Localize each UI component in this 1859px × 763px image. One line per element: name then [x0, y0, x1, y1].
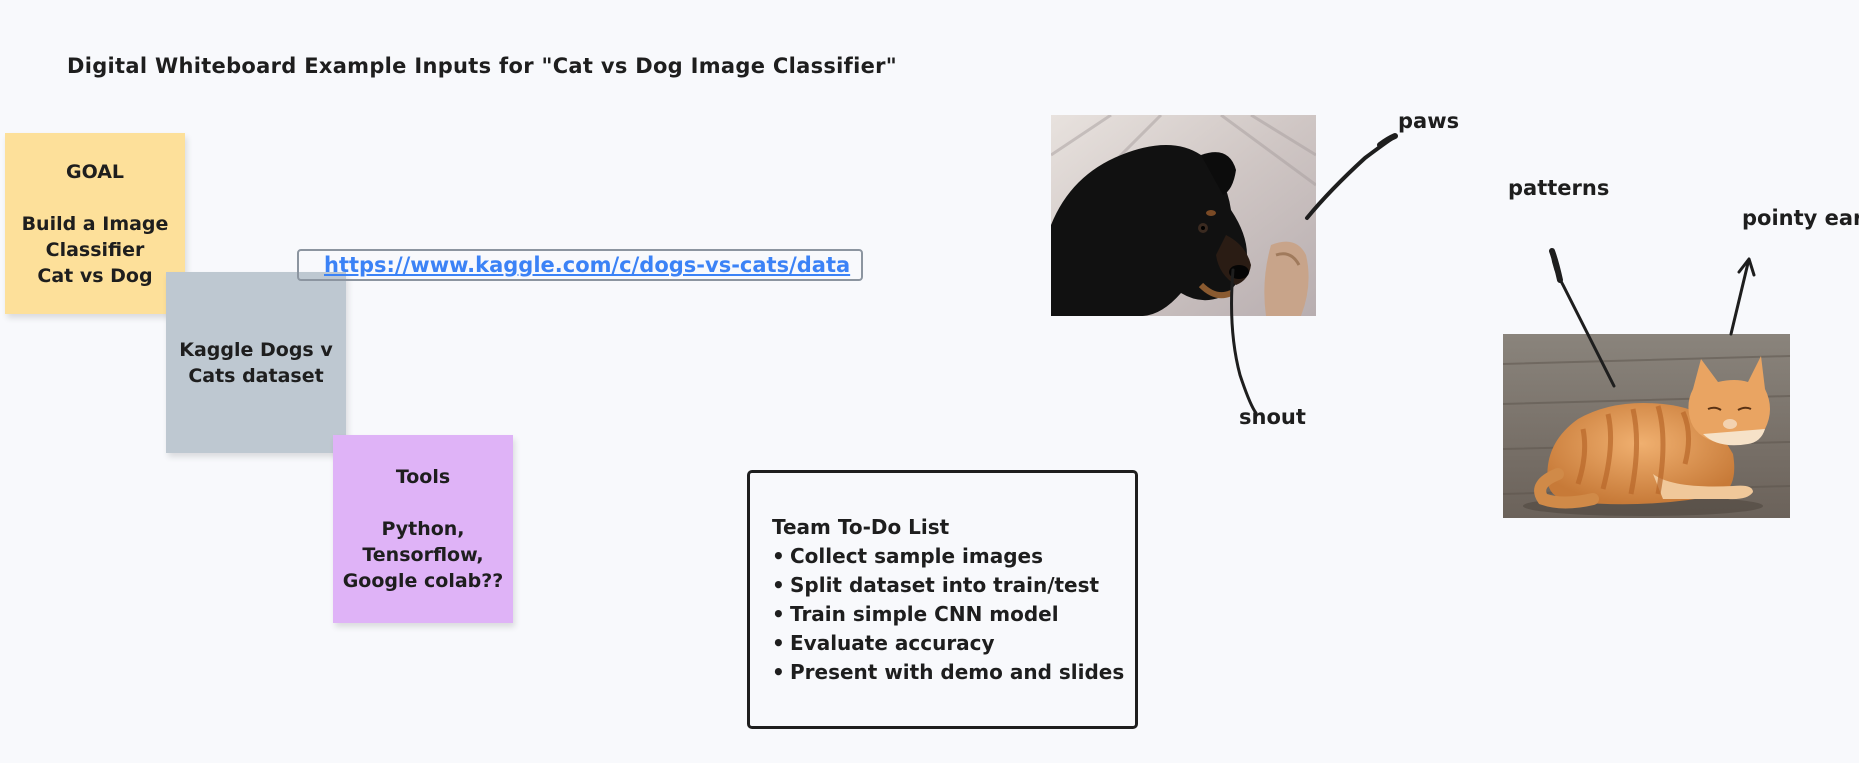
todo-item-text: Train simple CNN model: [790, 602, 1059, 626]
sticky-goal-heading: GOAL: [65, 160, 125, 183]
todo-item-text: Collect sample images: [790, 544, 1043, 568]
todo-list-item: •Split dataset into train/test: [772, 571, 1135, 600]
todo-list-item: •Collect sample images: [772, 542, 1135, 571]
cat-photo[interactable]: [1503, 334, 1790, 518]
sticky-dataset-line: Kaggle Dogs v: [179, 338, 333, 361]
annotation-snout[interactable]: snout: [1239, 405, 1306, 429]
annotation-pointy-ears[interactable]: pointy ears: [1742, 206, 1859, 230]
sticky-tools-heading: Tools: [395, 466, 451, 488]
sticky-note-tools[interactable]: Tools Python, Tensorflow, Google colab??: [333, 435, 513, 623]
todo-list-item: •Evaluate accuracy: [772, 629, 1135, 658]
sticky-dataset-line: Cats dataset: [188, 364, 324, 387]
cat-photo-icon: [1503, 334, 1790, 518]
dog-photo-icon: [1051, 115, 1316, 316]
paws-connector[interactable]: [1305, 135, 1396, 220]
todo-list-item: •Present with demo and slides: [772, 658, 1135, 687]
snout-connector[interactable]: [1230, 268, 1258, 415]
bullet-icon: •: [772, 602, 785, 626]
bullet-icon: •: [772, 544, 785, 568]
todo-item-text: Present with demo and slides: [790, 660, 1125, 684]
bullet-icon: •: [772, 631, 785, 655]
dataset-link[interactable]: https://www.kaggle.com/c/dogs-vs-cats/da…: [324, 253, 851, 277]
annotation-paws[interactable]: paws: [1398, 109, 1460, 133]
bullet-icon: •: [772, 660, 785, 684]
dog-photo[interactable]: [1051, 115, 1316, 316]
sticky-tools-line: Google colab??: [342, 570, 504, 592]
todo-item-text: Evaluate accuracy: [790, 631, 995, 655]
sticky-goal-line: Cat vs Dog: [37, 264, 153, 287]
bullet-icon: •: [772, 573, 785, 597]
patterns-connector[interactable]: [1550, 249, 1616, 388]
todo-list-box[interactable]: Team To-Do List •Collect sample images •…: [747, 470, 1138, 729]
annotation-patterns[interactable]: patterns: [1508, 176, 1610, 200]
ears-connector-arrow[interactable]: [1729, 261, 1750, 336]
todo-item-text: Split dataset into train/test: [790, 573, 1100, 597]
sticky-tools-line: Python,: [381, 518, 465, 540]
sticky-note-goal[interactable]: GOAL Build a Image Classifier Cat vs Dog: [5, 133, 185, 314]
todo-list-item: •Train simple CNN model: [772, 600, 1135, 629]
sticky-note-dataset[interactable]: Kaggle Dogs v Cats dataset: [166, 272, 346, 453]
sticky-tools-line: Tensorflow,: [362, 544, 484, 566]
board-title: Digital Whiteboard Example Inputs for "C…: [67, 54, 898, 78]
link-embed[interactable]: https://www.kaggle.com/c/dogs-vs-cats/da…: [297, 249, 863, 281]
todo-list-title: Team To-Do List: [772, 515, 950, 539]
sticky-goal-line: Classifier: [45, 238, 145, 261]
sticky-goal-line: Build a Image: [21, 212, 169, 235]
